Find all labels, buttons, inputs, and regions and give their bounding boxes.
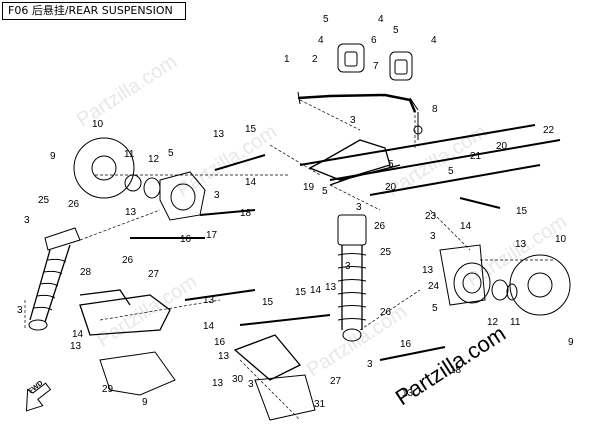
callout-22: 22 — [543, 125, 555, 136]
callout-17: 17 — [206, 230, 218, 241]
callout-3: 3 — [350, 115, 356, 126]
callout-27b: 27 — [330, 376, 342, 387]
callout-3c: 3 — [24, 215, 30, 226]
callout-1: 1 — [284, 54, 290, 65]
callout-14a: 14 — [245, 177, 257, 188]
callout-9: 9 — [50, 151, 56, 162]
callout-4: 4 — [318, 35, 324, 46]
callout-9b: 9 — [142, 397, 148, 408]
callout-16a: 16 — [180, 234, 192, 245]
callout-21: 21 — [470, 151, 482, 162]
callout-25b: 25 — [380, 247, 392, 258]
callout-10b: 10 — [555, 234, 567, 245]
callout-30: 30 — [232, 374, 244, 385]
callout-12b: 12 — [487, 317, 499, 328]
callout-12: 12 — [148, 154, 160, 165]
callout-14d: 14 — [310, 285, 322, 296]
callout-14e: 14 — [460, 221, 472, 232]
callout-3d: 3 — [17, 305, 23, 316]
callout-5f: 5 — [448, 166, 454, 177]
callout-10: 10 — [92, 119, 104, 130]
callout-26d: 26 — [380, 307, 392, 318]
callout-29: 29 — [102, 384, 114, 395]
callout-27a: 27 — [148, 269, 160, 280]
callout-20b: 20 — [496, 141, 508, 152]
callout-3e: 3 — [248, 379, 254, 390]
callout-3h: 3 — [356, 202, 362, 213]
callout-5c: 5 — [168, 148, 174, 159]
callout-26b: 26 — [122, 255, 134, 266]
callout-13a: 13 — [213, 129, 225, 140]
callout-25a: 25 — [38, 195, 50, 206]
callout-19: 19 — [303, 182, 315, 193]
callout-9c: 9 — [568, 337, 574, 348]
diagram-title: F06 后悬挂/REAR SUSPENSION — [2, 2, 186, 20]
callout-31: 31 — [314, 399, 326, 410]
callout-16c: 16 — [400, 339, 412, 350]
callout-5b: 5 — [393, 25, 399, 36]
callout-15b: 15 — [262, 297, 274, 308]
callout-18a: 18 — [240, 208, 252, 219]
callout-13j: 13 — [422, 265, 434, 276]
callout-13h: 13 — [402, 388, 414, 399]
callout-11: 11 — [124, 149, 135, 160]
callout-14b: 14 — [72, 329, 84, 340]
callout-16b: 16 — [214, 337, 226, 348]
callout-13f: 13 — [212, 378, 224, 389]
callout-13c: 13 — [70, 341, 82, 352]
callout-4b: 4 — [378, 14, 384, 25]
callout-15a: 15 — [245, 124, 257, 135]
callout-5g: 5 — [432, 303, 438, 314]
callout-8: 8 — [432, 104, 438, 115]
callout-3g: 3 — [367, 359, 373, 370]
callout-5e: 5 — [388, 159, 394, 170]
callout-24: 24 — [428, 281, 440, 292]
callout-13d: 13 — [203, 295, 215, 306]
callout-7: 7 — [373, 61, 379, 72]
callout-3i: 3 — [430, 231, 436, 242]
callout-13b: 13 — [125, 207, 137, 218]
callout-6: 6 — [371, 35, 377, 46]
callout-28: 28 — [80, 267, 92, 278]
callout-26c: 26 — [374, 221, 386, 232]
callout-23: 23 — [425, 211, 437, 222]
callout-13g: 13 — [325, 282, 337, 293]
callout-2: 2 — [312, 54, 318, 65]
callout-26a: 26 — [68, 199, 80, 210]
callout-3b: 3 — [214, 190, 220, 201]
callout-15d: 15 — [516, 206, 528, 217]
callout-4c: 4 — [431, 35, 437, 46]
callout-13i: 13 — [515, 239, 527, 250]
callout-11b: 11 — [510, 317, 521, 328]
callout-5: 5 — [323, 14, 329, 25]
callout-3f: 3 — [345, 261, 351, 272]
callout-13e: 13 — [218, 351, 230, 362]
callout-15c: 15 — [295, 287, 307, 298]
callout-14c: 14 — [203, 321, 215, 332]
callout-20a: 20 — [385, 182, 397, 193]
callout-18b: 18 — [450, 365, 462, 376]
callout-5d: 5 — [322, 186, 328, 197]
